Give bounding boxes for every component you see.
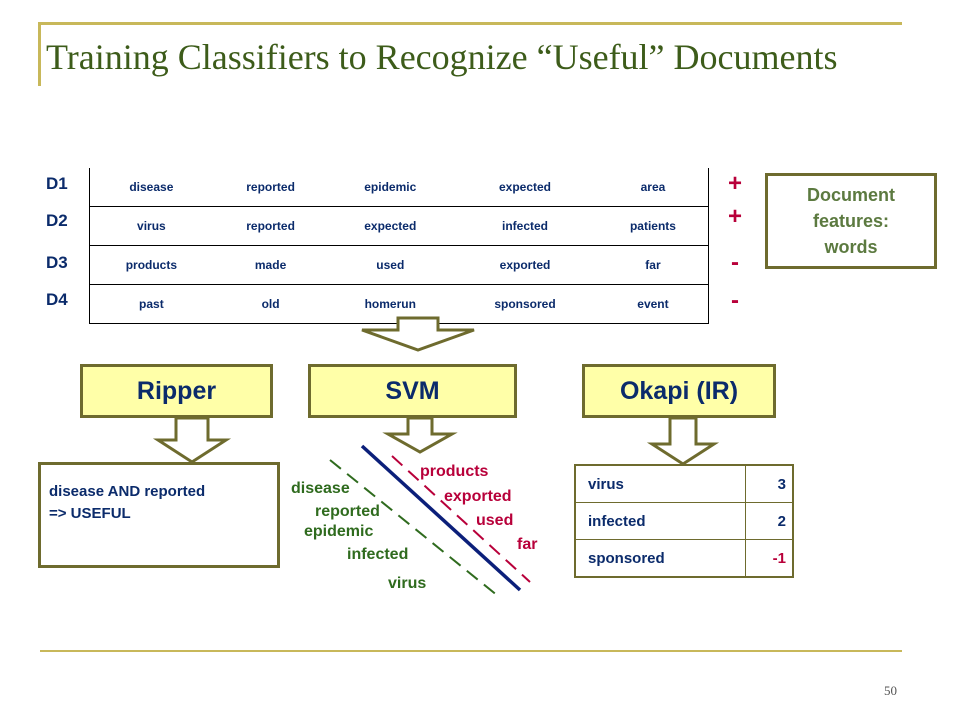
okapi-term-weights-table: virus 3 infected 2 sponsored -1 (574, 464, 794, 578)
ripper-rule-box: disease AND reported => USEFUL (38, 462, 280, 568)
svm-positive-word: virus (388, 575, 427, 592)
table-row: infected 2 (575, 502, 793, 540)
okapi-term: infected (575, 502, 746, 540)
table-cell: sponsored (494, 297, 556, 311)
table-cell: area (597, 168, 709, 207)
table-cell: made (212, 245, 329, 285)
down-arrow-icon (152, 416, 232, 464)
down-arrow-icon (646, 416, 720, 466)
table-cell: products (89, 245, 213, 285)
svm-decision-boundary (360, 444, 522, 592)
title-accent-line-top (40, 22, 902, 25)
class-sign-d4: - (731, 287, 739, 314)
table-cell: reported (212, 168, 329, 207)
document-features-box: Document features: words (765, 173, 937, 269)
svm-margin-positive (329, 459, 499, 597)
rule-conclusion: => USEFUL (49, 505, 131, 522)
okapi-method-box: Okapi (IR) (582, 364, 776, 418)
svm-positive-word: epidemic (304, 523, 374, 540)
doc-label-d4: D4 (46, 290, 68, 309)
title-accent-line-left (38, 22, 41, 86)
table-row: past old homerun sponsored event (90, 285, 709, 324)
doc-label-d3: D3 (46, 253, 68, 272)
table-row: products made used exported far (89, 245, 709, 285)
table-cell: expected (452, 168, 598, 207)
table-cell: exported (452, 245, 598, 285)
table-cell: patients (597, 206, 709, 246)
svm-negative-word: far (517, 536, 538, 553)
table-cell: past (139, 297, 164, 311)
svm-negative-word: exported (444, 488, 512, 505)
page-number: 50 (884, 683, 897, 698)
table-cell: epidemic (328, 168, 453, 207)
table-cell: virus (89, 206, 213, 246)
table-cell: far (597, 245, 709, 285)
class-sign-d3: - (731, 249, 739, 276)
table-cell: infected (452, 206, 598, 246)
svm-negative-word: used (476, 512, 514, 529)
svm-positive-word: infected (347, 546, 409, 563)
ripper-method-box: Ripper (80, 364, 273, 418)
class-sign-d1: + (727, 170, 742, 197)
doc-label-d2: D2 (46, 211, 68, 230)
table-row: disease reported epidemic expected area (89, 168, 709, 207)
okapi-term: sponsored (575, 539, 746, 577)
svm-method-box: SVM (308, 364, 517, 418)
okapi-score: 3 (745, 465, 793, 503)
down-arrow-icon (361, 316, 475, 352)
slide-title: Training Classifiers to Recognize “Usefu… (46, 37, 838, 77)
table-cell: disease (89, 168, 213, 207)
svm-positive-word: reported (315, 503, 380, 520)
doc-label-d1: D1 (46, 174, 68, 193)
down-arrow-icon (382, 416, 458, 454)
table-cell: event (637, 297, 669, 311)
rule-condition: disease AND reported (49, 483, 206, 500)
okapi-score: -1 (772, 549, 786, 567)
table-cell: homerun (364, 297, 416, 311)
okapi-term: virus (575, 465, 746, 503)
footer-accent-line (40, 650, 902, 652)
svm-margin-negative (391, 455, 531, 583)
svm-negative-word: products (420, 463, 489, 480)
table-cell: reported (212, 206, 329, 246)
table-row: sponsored -1 (575, 539, 793, 577)
table-cell: old (261, 297, 280, 311)
table-cell: used (328, 245, 453, 285)
table-row: virus reported expected infected patient… (89, 206, 709, 246)
table-cell: expected (328, 206, 453, 246)
class-sign-d2: + (727, 203, 742, 230)
svm-positive-word: disease (291, 480, 350, 497)
table-row: virus 3 (575, 465, 793, 503)
okapi-score: 2 (745, 502, 793, 540)
